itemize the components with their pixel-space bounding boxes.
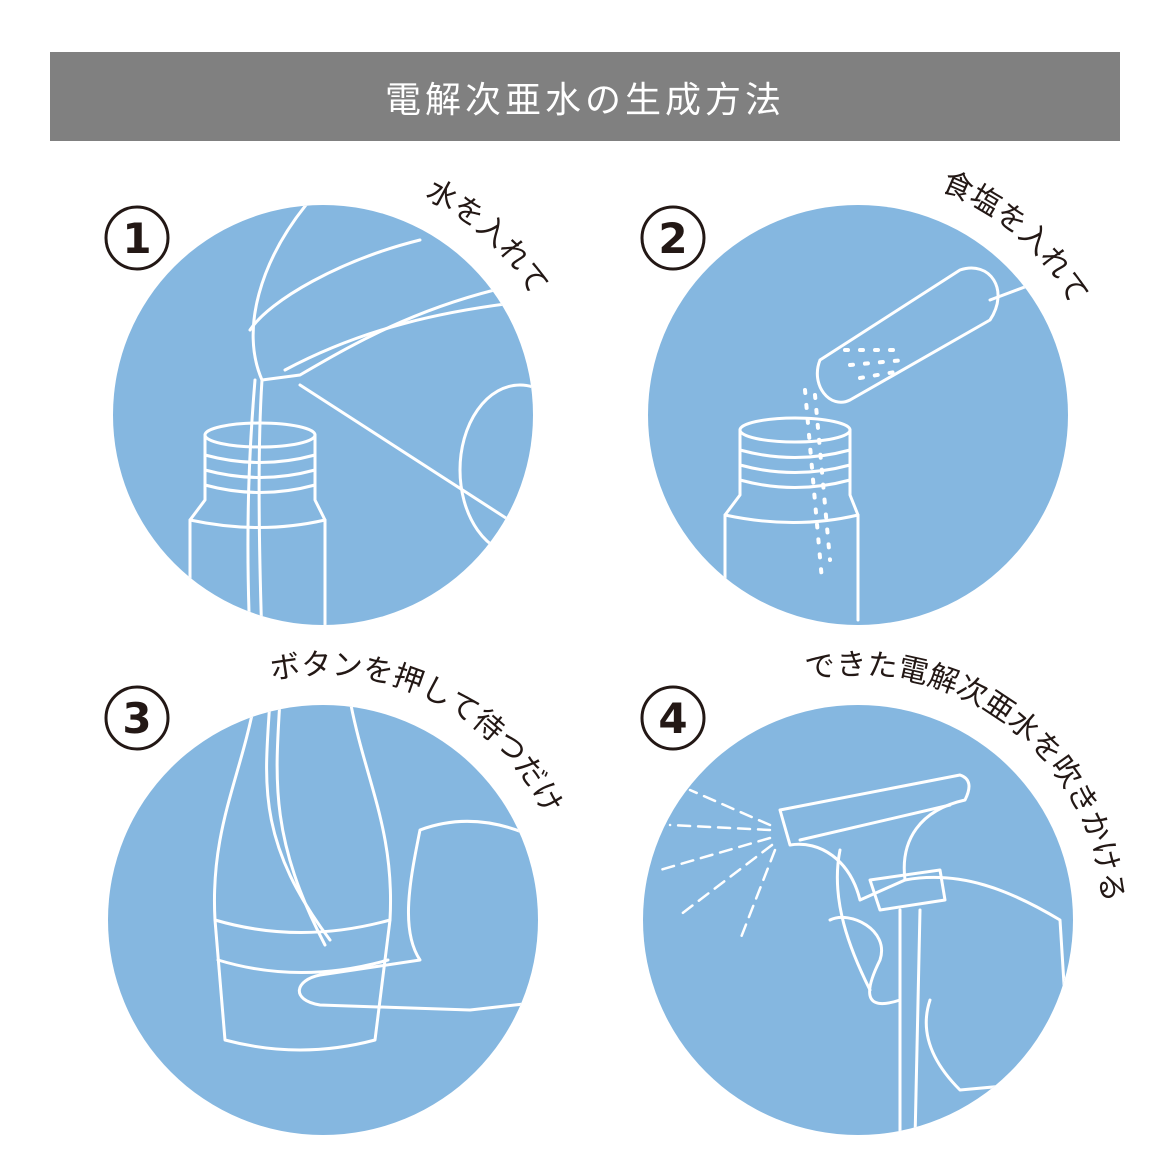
- finger-button-bottle-icon: [212, 705, 538, 1052]
- salt-scoop-bottle-icon: [723, 266, 1068, 622]
- step-2-number: 2: [658, 214, 687, 263]
- step-4-number: 4: [658, 694, 687, 743]
- step-1: 1 水を入れて: [104, 173, 555, 625]
- step-3: 3 ボタンを押して待つだけ: [104, 647, 569, 1135]
- step-4-number-badge: [640, 685, 706, 751]
- step-4: 4 できた電解次亜水を吹きかける: [640, 647, 1130, 1135]
- step-3-number-badge: [104, 685, 170, 751]
- title-bar: 電解次亜水の生成方法: [50, 52, 1120, 141]
- page-title: 電解次亜水の生成方法: [384, 79, 785, 121]
- step-3-circle: [108, 705, 538, 1135]
- step-2: 2 食塩を入れて: [640, 165, 1095, 625]
- step-3-number: 3: [122, 694, 151, 743]
- step-1-circle: [113, 205, 533, 625]
- spray-bottle-hand-icon: [658, 773, 1072, 1135]
- step-2-number-badge: [640, 205, 706, 271]
- step-1-number-badge: [104, 205, 170, 271]
- step-1-number: 1: [122, 214, 151, 263]
